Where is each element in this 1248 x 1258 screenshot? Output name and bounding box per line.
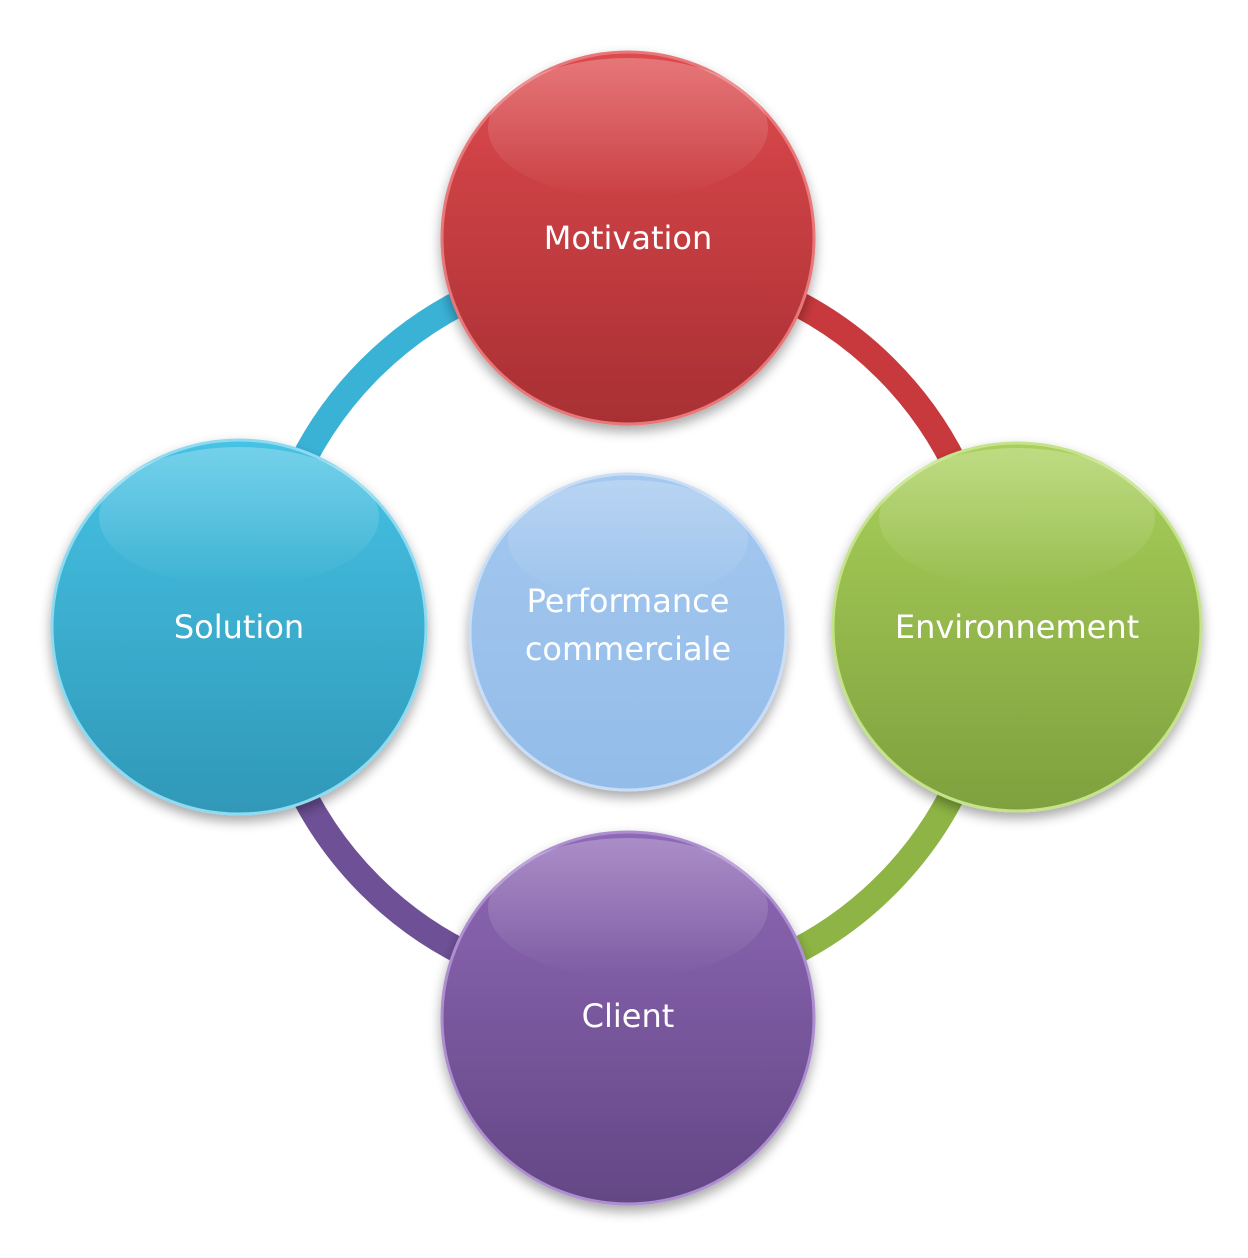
- center-node: [468, 472, 788, 792]
- node-solution: [50, 438, 428, 816]
- node-environnement: [831, 441, 1203, 813]
- node-label-motivation: Motivation: [544, 219, 712, 257]
- node-label-client: Client: [582, 997, 675, 1035]
- center-label-line2: commerciale: [525, 630, 731, 668]
- node-client: [440, 830, 816, 1206]
- node-label-environnement: Environnement: [895, 608, 1139, 646]
- node-label-solution: Solution: [174, 608, 304, 646]
- node-motivation: [440, 50, 816, 426]
- center-label-line1: Performance: [527, 582, 730, 620]
